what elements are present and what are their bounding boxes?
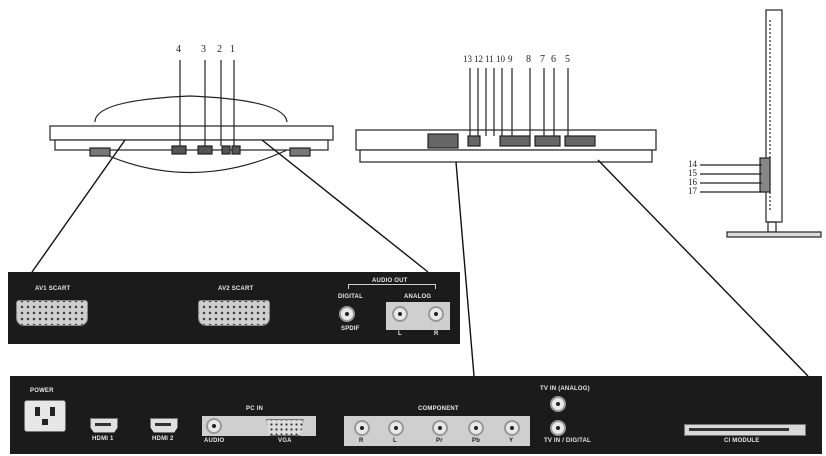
hdmi2-port	[150, 418, 178, 433]
vga-port	[266, 419, 304, 436]
audio-left-label: L	[398, 331, 402, 337]
tv-in-digital-port	[550, 420, 566, 436]
component-r-port	[354, 420, 370, 436]
component-y-port	[504, 420, 520, 436]
tv-in-digital-label: TV IN / DIGITAL	[544, 438, 591, 444]
audio-out-right-port	[428, 306, 444, 322]
callout-7: 7	[540, 54, 545, 65]
callout-11: 11	[485, 54, 494, 64]
callout-1: 1	[230, 44, 235, 55]
hdmi2-label: HDMI 2	[152, 436, 174, 442]
power-socket	[24, 400, 66, 432]
digital-label: DIGITAL	[338, 294, 363, 300]
component-r-label: R	[359, 438, 364, 444]
component-pb-port	[468, 420, 484, 436]
audio-out-label: AUDIO OUT	[370, 278, 410, 284]
hdmi1-label: HDMI 1	[92, 436, 114, 442]
component-l-label: L	[393, 438, 397, 444]
av1-scart-port	[16, 300, 88, 326]
av2-scart-label: AV2 SCART	[218, 286, 254, 292]
audio-out-left-port	[392, 306, 408, 322]
component-pr-port	[432, 420, 448, 436]
callout-10: 10	[496, 54, 505, 64]
ci-module-label: CI MODULE	[724, 438, 760, 444]
callout-12: 12	[474, 54, 483, 64]
pc-in-label: PC IN	[246, 406, 264, 412]
ci-module-slot	[684, 424, 806, 436]
hdmi1-port	[90, 418, 118, 433]
tv-in-analog-port	[550, 396, 566, 412]
callout-14: 14	[688, 159, 697, 169]
callout-8: 8	[526, 54, 531, 65]
tv-bottom-view-left	[49, 60, 334, 173]
callout-15: 15	[688, 168, 697, 178]
callout-5: 5	[565, 54, 570, 65]
component-l-port	[388, 420, 404, 436]
pc-audio-label: AUDIO	[204, 438, 225, 444]
vga-label: VGA	[278, 438, 292, 444]
callout-17: 17	[688, 186, 697, 196]
component-pb-label: Pb	[472, 438, 481, 444]
callout-2: 2	[217, 44, 222, 55]
pc-audio-port	[206, 418, 222, 434]
callout-3: 3	[201, 44, 206, 55]
analog-label: ANALOG	[404, 294, 432, 300]
component-label: COMPONENT	[418, 406, 459, 412]
callout-9: 9	[508, 54, 513, 64]
audio-out-bracket	[348, 284, 436, 289]
power-label: POWER	[30, 388, 54, 394]
audio-right-label: R	[434, 331, 439, 337]
tv-in-analog-label: TV IN (ANALOG)	[540, 386, 590, 392]
callout-4: 4	[176, 44, 181, 55]
callout-6: 6	[551, 54, 556, 65]
av2-scart-port	[198, 300, 270, 326]
spdif-label: SPDIF	[341, 326, 360, 332]
tv-bottom-view-middle	[355, 68, 657, 163]
callout-16: 16	[688, 177, 697, 187]
tv-side-view	[700, 9, 822, 238]
connector-panel-scart: AV1 SCART AV2 SCART AUDIO OUT DIGITAL SP…	[8, 272, 460, 344]
component-y-label: Y	[509, 438, 514, 444]
callout-13: 13	[463, 54, 472, 64]
component-pr-label: Pr	[436, 438, 443, 444]
spdif-port	[339, 306, 355, 322]
leader-lines	[31, 139, 809, 377]
connector-panel-main: POWER HDMI 1 HDMI 2 PC IN AUDIO VGA COMP…	[10, 376, 822, 454]
av1-scart-label: AV1 SCART	[35, 286, 71, 292]
